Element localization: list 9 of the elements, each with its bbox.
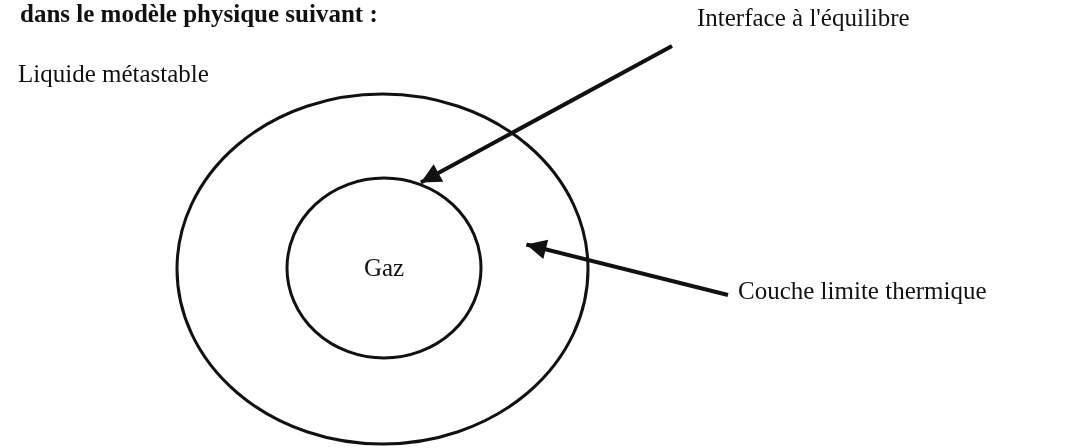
callout-label: Couche limite thermique <box>738 277 987 305</box>
region-label: Liquide métastable <box>18 60 209 88</box>
region-label: Gaz <box>363 254 405 282</box>
inner-circle <box>285 176 483 360</box>
outer-circle <box>175 92 590 446</box>
callout-label: Interface à l'équilibre <box>697 4 910 32</box>
caption-text: dans le modèle physique suivant : <box>20 0 378 28</box>
leader-arrow <box>525 239 729 297</box>
leader-arrow <box>419 44 673 185</box>
